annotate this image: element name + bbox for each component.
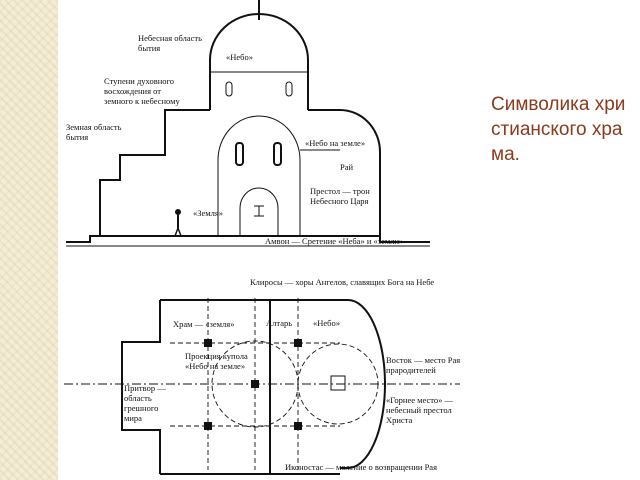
pillar-center <box>251 380 259 388</box>
label-steps-3: земного к небесному <box>104 96 181 106</box>
pillar-sw <box>204 422 212 430</box>
dome-projection-circle <box>211 340 299 428</box>
label-narthex-3: грешного <box>124 403 158 413</box>
label-iconostasis: Иконостас — моление о возвращении Рая <box>285 462 437 472</box>
label-altar: Алтарь <box>266 318 292 328</box>
section-diagram: Небесная область бытия «Небо» Ступени ду… <box>66 0 430 247</box>
label-high-place-2: небесный престол <box>386 405 453 415</box>
label-steps-2: восхождения от <box>104 86 161 96</box>
drum-window-right <box>285 81 293 97</box>
window-right <box>273 142 282 166</box>
inner-arch <box>217 115 301 235</box>
label-heaven-on-earth: «Небо на земле» <box>305 138 365 148</box>
window-left <box>235 142 244 166</box>
chalice <box>254 205 264 217</box>
altar-throne <box>330 375 346 391</box>
label-high-place-1: «Горнее место» — <box>386 395 453 405</box>
label-heavenly-realm-2: бытия <box>138 43 160 53</box>
label-earth: «Земля» <box>193 208 223 218</box>
label-throne-2: Небесного Царя <box>310 196 368 206</box>
pillar-ne <box>294 339 302 347</box>
label-east-2: прародителей <box>386 365 436 375</box>
label-throne-1: Престол — трон <box>310 186 370 196</box>
label-earthly-realm-2: бытия <box>66 132 88 142</box>
stepped-roof-left <box>99 109 210 236</box>
label-heaven: «Небо» <box>226 52 253 62</box>
throne-arch <box>239 187 279 235</box>
pillar-se <box>294 422 302 430</box>
slide-title: Символика христианского храма. <box>491 94 626 165</box>
label-ambo: Амвон — Сретение «Неба» и «земли» <box>265 236 403 246</box>
label-narthex-1: Притвор — <box>124 383 166 393</box>
label-high-place-3: Христа <box>386 415 413 425</box>
label-heavenly-realm-1: Небесная область <box>138 33 202 43</box>
label-plan-heaven: «Небо» <box>313 318 340 328</box>
label-dome-projection-1: Проекция купола <box>185 351 248 361</box>
plan-apse <box>340 299 386 469</box>
dome <box>209 13 309 72</box>
floor-line <box>66 235 430 243</box>
label-east-1: Восток — место Рая <box>386 355 460 365</box>
altar-circle <box>297 343 379 425</box>
pillar-nw <box>204 339 212 347</box>
label-narthex-2: область <box>124 393 152 403</box>
label-kliros: Клиросы — хоры Ангелов, славящих Бога на… <box>250 277 434 287</box>
label-dome-projection-2: «Небо на земле» <box>185 361 245 371</box>
label-earthly-realm-1: Земная область <box>66 122 122 132</box>
label-steps-1: Ступени духовного <box>104 76 174 86</box>
label-narthex-4: мира <box>124 413 142 423</box>
label-paradise: Рай <box>340 162 354 172</box>
plan-narthex-wall <box>121 300 161 474</box>
plan-diagram: Клиросы — хоры Ангелов, славящих Бога на… <box>64 277 460 475</box>
label-temple-earth: Храм — «земля» <box>173 319 234 329</box>
drum-window-left <box>225 81 233 97</box>
apse-right <box>308 109 381 236</box>
decorative-side-stripe <box>0 0 58 480</box>
person-figure <box>174 209 182 237</box>
